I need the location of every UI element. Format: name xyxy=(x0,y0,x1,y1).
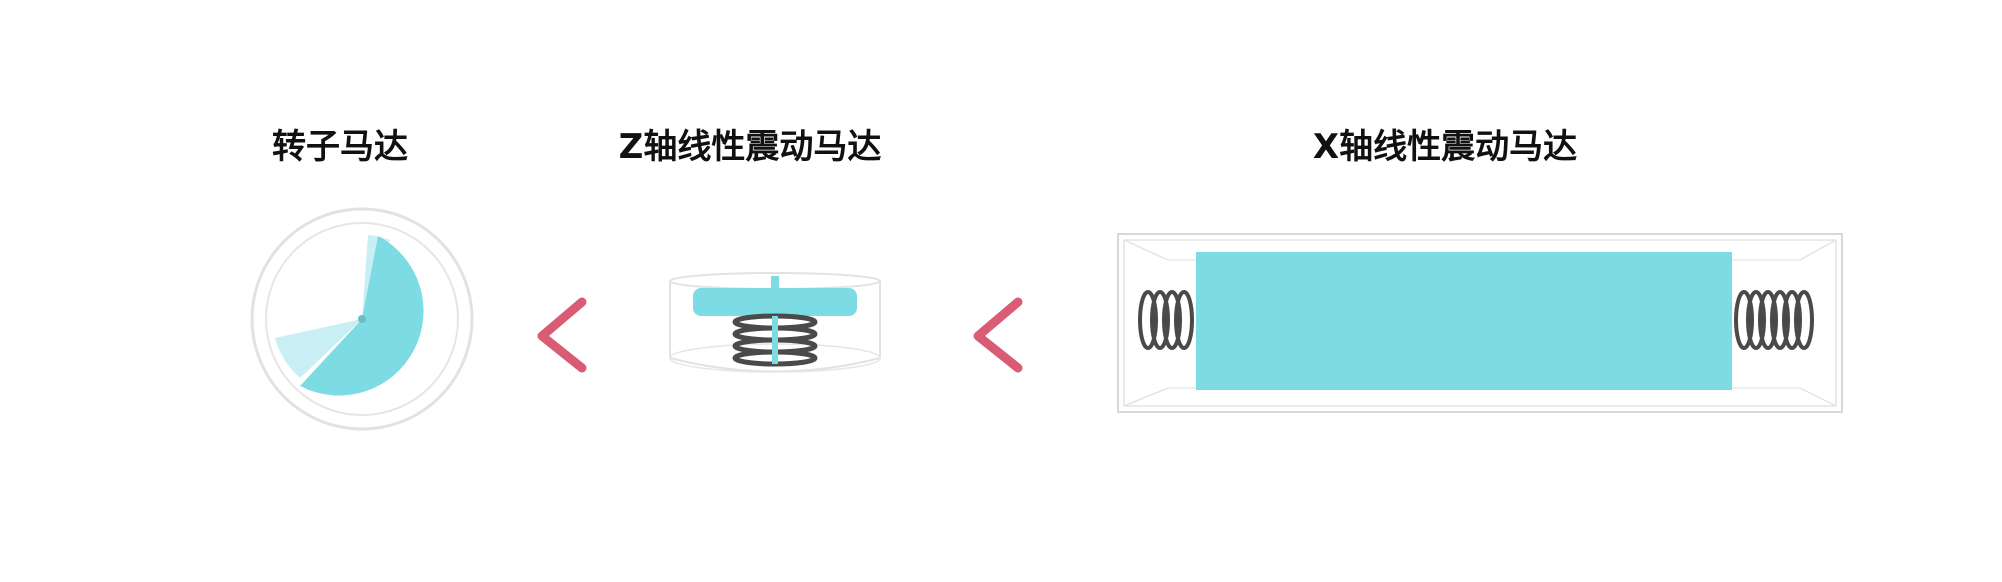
z-axis-motor-label: Z轴线性震动马达 xyxy=(618,127,882,167)
chevron-left-icon xyxy=(973,297,1023,373)
spring-icon xyxy=(1138,290,1194,350)
spring-icon xyxy=(1734,290,1814,350)
rotor-motor-icon xyxy=(250,207,474,431)
x-axis-motor-icon xyxy=(1117,233,1843,413)
x-axis-motor-label: X轴线性震动马达 xyxy=(1312,127,1578,167)
rotor-motor-label: 转子马达 xyxy=(272,127,408,167)
chevron-left-icon xyxy=(537,297,587,373)
z-axis-motor-icon xyxy=(669,272,881,373)
